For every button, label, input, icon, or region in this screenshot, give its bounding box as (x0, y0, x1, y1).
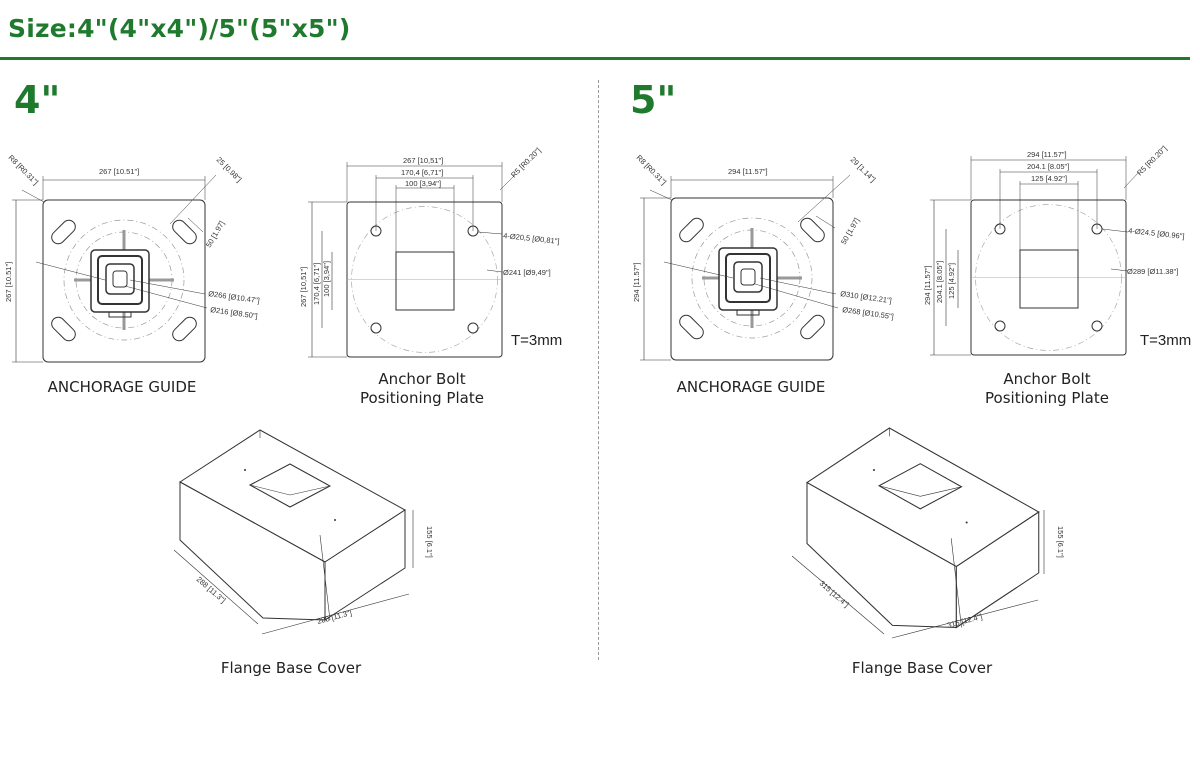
plate-hole-4in: 4-Ø20,5 [Ø0,81"] (503, 231, 560, 246)
cover-depth-5in: 315 [12.4"] (818, 579, 851, 609)
plate-hole-5in: 4-Ø24.5 [Ø0.96"] (1128, 226, 1185, 241)
anch-width-5in: 294 [11.57"] (728, 167, 768, 176)
anch-slot-length-4in: 50 [1.97] (204, 219, 226, 249)
size-label-4in: 4" (14, 78, 61, 122)
anch-dia-outer-5in: Ø310 [Ø12.21"] (840, 289, 893, 305)
cover-caption-4in: Flange Base Cover (220, 659, 362, 677)
thickness-5in: T=3mm (1140, 332, 1192, 349)
plate-inner-5in: 125 [4.92"] (1031, 174, 1067, 183)
anch-dia-inner-4in: Ø216 [Ø8.50"] (210, 305, 258, 321)
flange-cover-4in: 288 [11.3"] 288 [11.3"] 155 [6.1"] (173, 429, 434, 635)
anchorage-guide-4in: 267 [10.51"] 267 [10.51"] R8 [R0.31"] 25… (4, 153, 261, 364)
plate-width-4in: 267 [10,51"] (403, 156, 443, 165)
anchor-plate-5in: 294 [11.57"] 204.1 [8.05"] 125 [4.92"] R… (923, 144, 1185, 356)
center-divider (598, 80, 599, 660)
anch-radius-5in: R8 [R0.31"] (635, 153, 669, 187)
anch-slot-length-5in: 50 [1.97] (839, 216, 861, 246)
anch-height-4in: 267 [10.51"] (4, 262, 13, 302)
anch-height-5in: 294 [11.57"] (632, 262, 641, 302)
plate-bolt-span-v-5in: 204.1 [8.05"] (935, 261, 944, 303)
plate-radius-5in: R5 [R0.20"] (1135, 144, 1169, 178)
plate-caption-line1: Anchor Bolt (1003, 370, 1091, 388)
title-divider (0, 57, 1190, 60)
plate-height-4in: 267 [10,51"] (299, 267, 308, 307)
plate-caption-line2: Positioning Plate (985, 389, 1109, 407)
plate-caption-line1: Anchor Bolt (378, 370, 466, 388)
plate-circle-5in: Ø289 [Ø11.38"] (1127, 267, 1178, 276)
plate-inner-4in: 100 [3,94"] (405, 179, 441, 188)
anch-radius-4in: R8 [R0.31"] (7, 153, 41, 187)
plate-width-5in: 294 [11.57"] (1027, 150, 1067, 159)
anch-width-4in: 267 [10.51"] (99, 167, 139, 176)
cover-caption-5in: Flange Base Cover (851, 659, 993, 677)
thickness-4in: T=3mm (511, 332, 563, 349)
anch-dia-outer-4in: Ø266 [Ø10.47"] (208, 289, 261, 305)
plate-height-5in: 294 [11.57"] (923, 265, 932, 305)
plate-radius-4in: R5 [R0.20"] (509, 146, 543, 180)
page-title: Size:4"(4"x4")/5"(5"x5") (8, 14, 351, 43)
anch-slot-width-4in: 25 [0.98"] (215, 155, 244, 184)
plate-caption-line2: Positioning Plate (360, 389, 484, 407)
anchorage-caption-4in: ANCHORAGE GUIDE (47, 378, 197, 396)
size-label-5in: 5" (630, 78, 677, 122)
plate-bolt-span-v-4in: 170,4 [6,71"] (312, 263, 321, 305)
plate-bolt-span-4in: 170,4 [6,71"] (401, 168, 443, 177)
anch-dia-inner-5in: Ø268 [Ø10.55"] (842, 305, 895, 321)
cover-height-4in: 155 [6.1"] (425, 526, 434, 558)
anch-slot-width-5in: 29 [1.14"] (849, 155, 878, 184)
anchorage-caption-5in: ANCHORAGE GUIDE (676, 378, 826, 396)
flange-cover-5in: 315 [12.4"] 315 [12.4"] 155 [6.1"] (791, 427, 1065, 639)
plate-inner-v-4in: 100 [3,94"] (322, 261, 331, 297)
anchorage-guide-5in: 294 [11.57"] 294 [11.57"] R8 [R0.31"] 29… (632, 153, 895, 362)
plate-bolt-span-5in: 204.1 [8.05"] (1027, 162, 1069, 171)
plate-inner-v-5in: 125 [4.92"] (947, 263, 956, 299)
anchor-plate-4in: 267 [10,51"] 170,4 [6,71"] 100 [3,94"] R… (299, 146, 560, 358)
cover-height-5in: 155 [6.1"] (1056, 526, 1065, 558)
plate-circle-4in: Ø241 [Ø9,49"] (503, 268, 551, 277)
